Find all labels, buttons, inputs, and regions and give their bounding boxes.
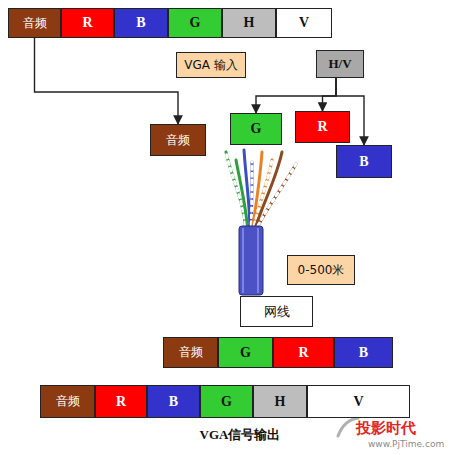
jacket-shade bbox=[243, 228, 258, 293]
node-text: 网线 bbox=[264, 303, 290, 321]
node-text: 音频 bbox=[56, 393, 80, 410]
signal-cell: R bbox=[61, 8, 114, 38]
node-text: G bbox=[190, 15, 201, 31]
signal-arrow bbox=[35, 38, 179, 124]
node-text: H bbox=[275, 394, 286, 410]
node-text: H bbox=[244, 15, 255, 31]
signal-cell: V bbox=[307, 385, 410, 418]
node-text: V bbox=[299, 15, 309, 31]
cable-jacket bbox=[239, 226, 263, 295]
caption: VGA信号输出 bbox=[140, 426, 340, 444]
signal-cell: B bbox=[334, 337, 393, 368]
cable-label: 网线 bbox=[240, 296, 313, 327]
signal-cell: G bbox=[168, 8, 222, 38]
signal-cell: G bbox=[200, 385, 253, 418]
distance-label: 0-500米 bbox=[287, 255, 355, 285]
node-text: B bbox=[136, 15, 145, 31]
signal-cell: B bbox=[147, 385, 200, 418]
signal-cell: H bbox=[222, 8, 276, 38]
node-text: B bbox=[359, 345, 368, 361]
node-text: B bbox=[359, 154, 368, 170]
sync-box: H/V bbox=[316, 50, 364, 78]
watermark-title: 投影时代 bbox=[356, 419, 416, 438]
node-text: R bbox=[116, 394, 126, 410]
node-text: 0-500米 bbox=[298, 262, 345, 279]
node-text: 音频 bbox=[179, 344, 203, 361]
node-text: 音频 bbox=[23, 15, 47, 32]
signal-cell: 音频 bbox=[163, 337, 218, 368]
node-text: R bbox=[317, 119, 327, 135]
signal-arrow bbox=[323, 78, 337, 111]
channel-box: B bbox=[336, 145, 392, 178]
node-text: G bbox=[240, 345, 251, 361]
signal-cell: H bbox=[253, 385, 307, 418]
watermark-url: www.PjTime.com bbox=[368, 439, 444, 449]
signal-cell: B bbox=[114, 8, 168, 38]
node-text: B bbox=[169, 394, 178, 410]
input-label: VGA 输入 bbox=[176, 52, 246, 78]
signal-cell: R bbox=[95, 385, 147, 418]
node-text: V bbox=[353, 394, 363, 410]
node-text: H/V bbox=[328, 56, 351, 72]
signal-cell: V bbox=[276, 8, 332, 38]
node-text: G bbox=[221, 394, 232, 410]
signal-cell: G bbox=[218, 337, 273, 368]
signal-cell: R bbox=[273, 337, 334, 368]
channel-box: R bbox=[295, 111, 350, 143]
signal-cell: 音频 bbox=[8, 8, 61, 38]
node-text: R bbox=[298, 345, 308, 361]
channel-box: 音频 bbox=[150, 124, 206, 156]
watermark-swoosh bbox=[338, 418, 358, 436]
node-text: VGA 输入 bbox=[184, 57, 238, 74]
channel-box: G bbox=[230, 113, 282, 145]
twisted-wires bbox=[226, 150, 296, 232]
node-text: R bbox=[82, 15, 92, 31]
signal-arrow bbox=[256, 78, 336, 113]
signal-cell: 音频 bbox=[40, 385, 95, 418]
node-text: 音频 bbox=[166, 132, 190, 149]
node-text: G bbox=[251, 121, 262, 137]
